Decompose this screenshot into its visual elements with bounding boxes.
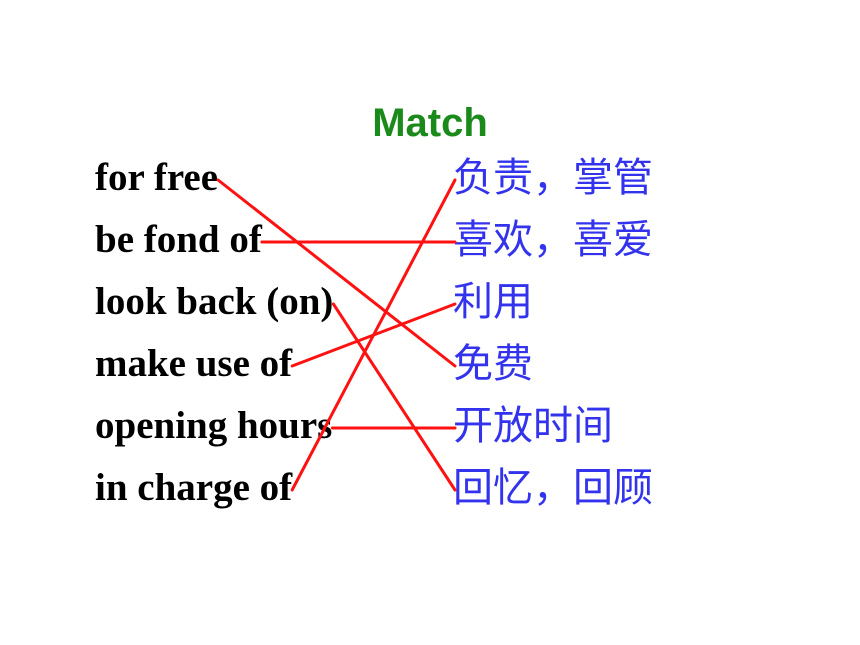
meaning-list: 负责，掌管 喜欢，喜爱 利用 免费 开放时间 回忆，回顾 — [453, 147, 653, 519]
meaning-item: 负责，掌管 — [453, 155, 653, 201]
meaning-item: 喜欢，喜爱 — [453, 217, 653, 263]
phrase-item: opening hours — [95, 404, 333, 447]
meaning-item: 回忆，回顾 — [453, 465, 653, 511]
page-title: Match — [372, 101, 488, 145]
phrase-item: look back (on) — [95, 280, 334, 323]
phrase-list: for free be fond of look back (on) make … — [95, 147, 333, 519]
phrase-item: in charge of — [95, 466, 293, 509]
phrase-item: be fond of — [95, 218, 262, 261]
meaning-item: 免费 — [453, 341, 533, 387]
phrase-item: make use of — [95, 342, 293, 385]
meaning-item: 开放时间 — [453, 403, 613, 449]
meaning-item: 利用 — [453, 279, 533, 325]
match-line — [331, 302, 457, 492]
phrase-item: for free — [95, 156, 219, 199]
